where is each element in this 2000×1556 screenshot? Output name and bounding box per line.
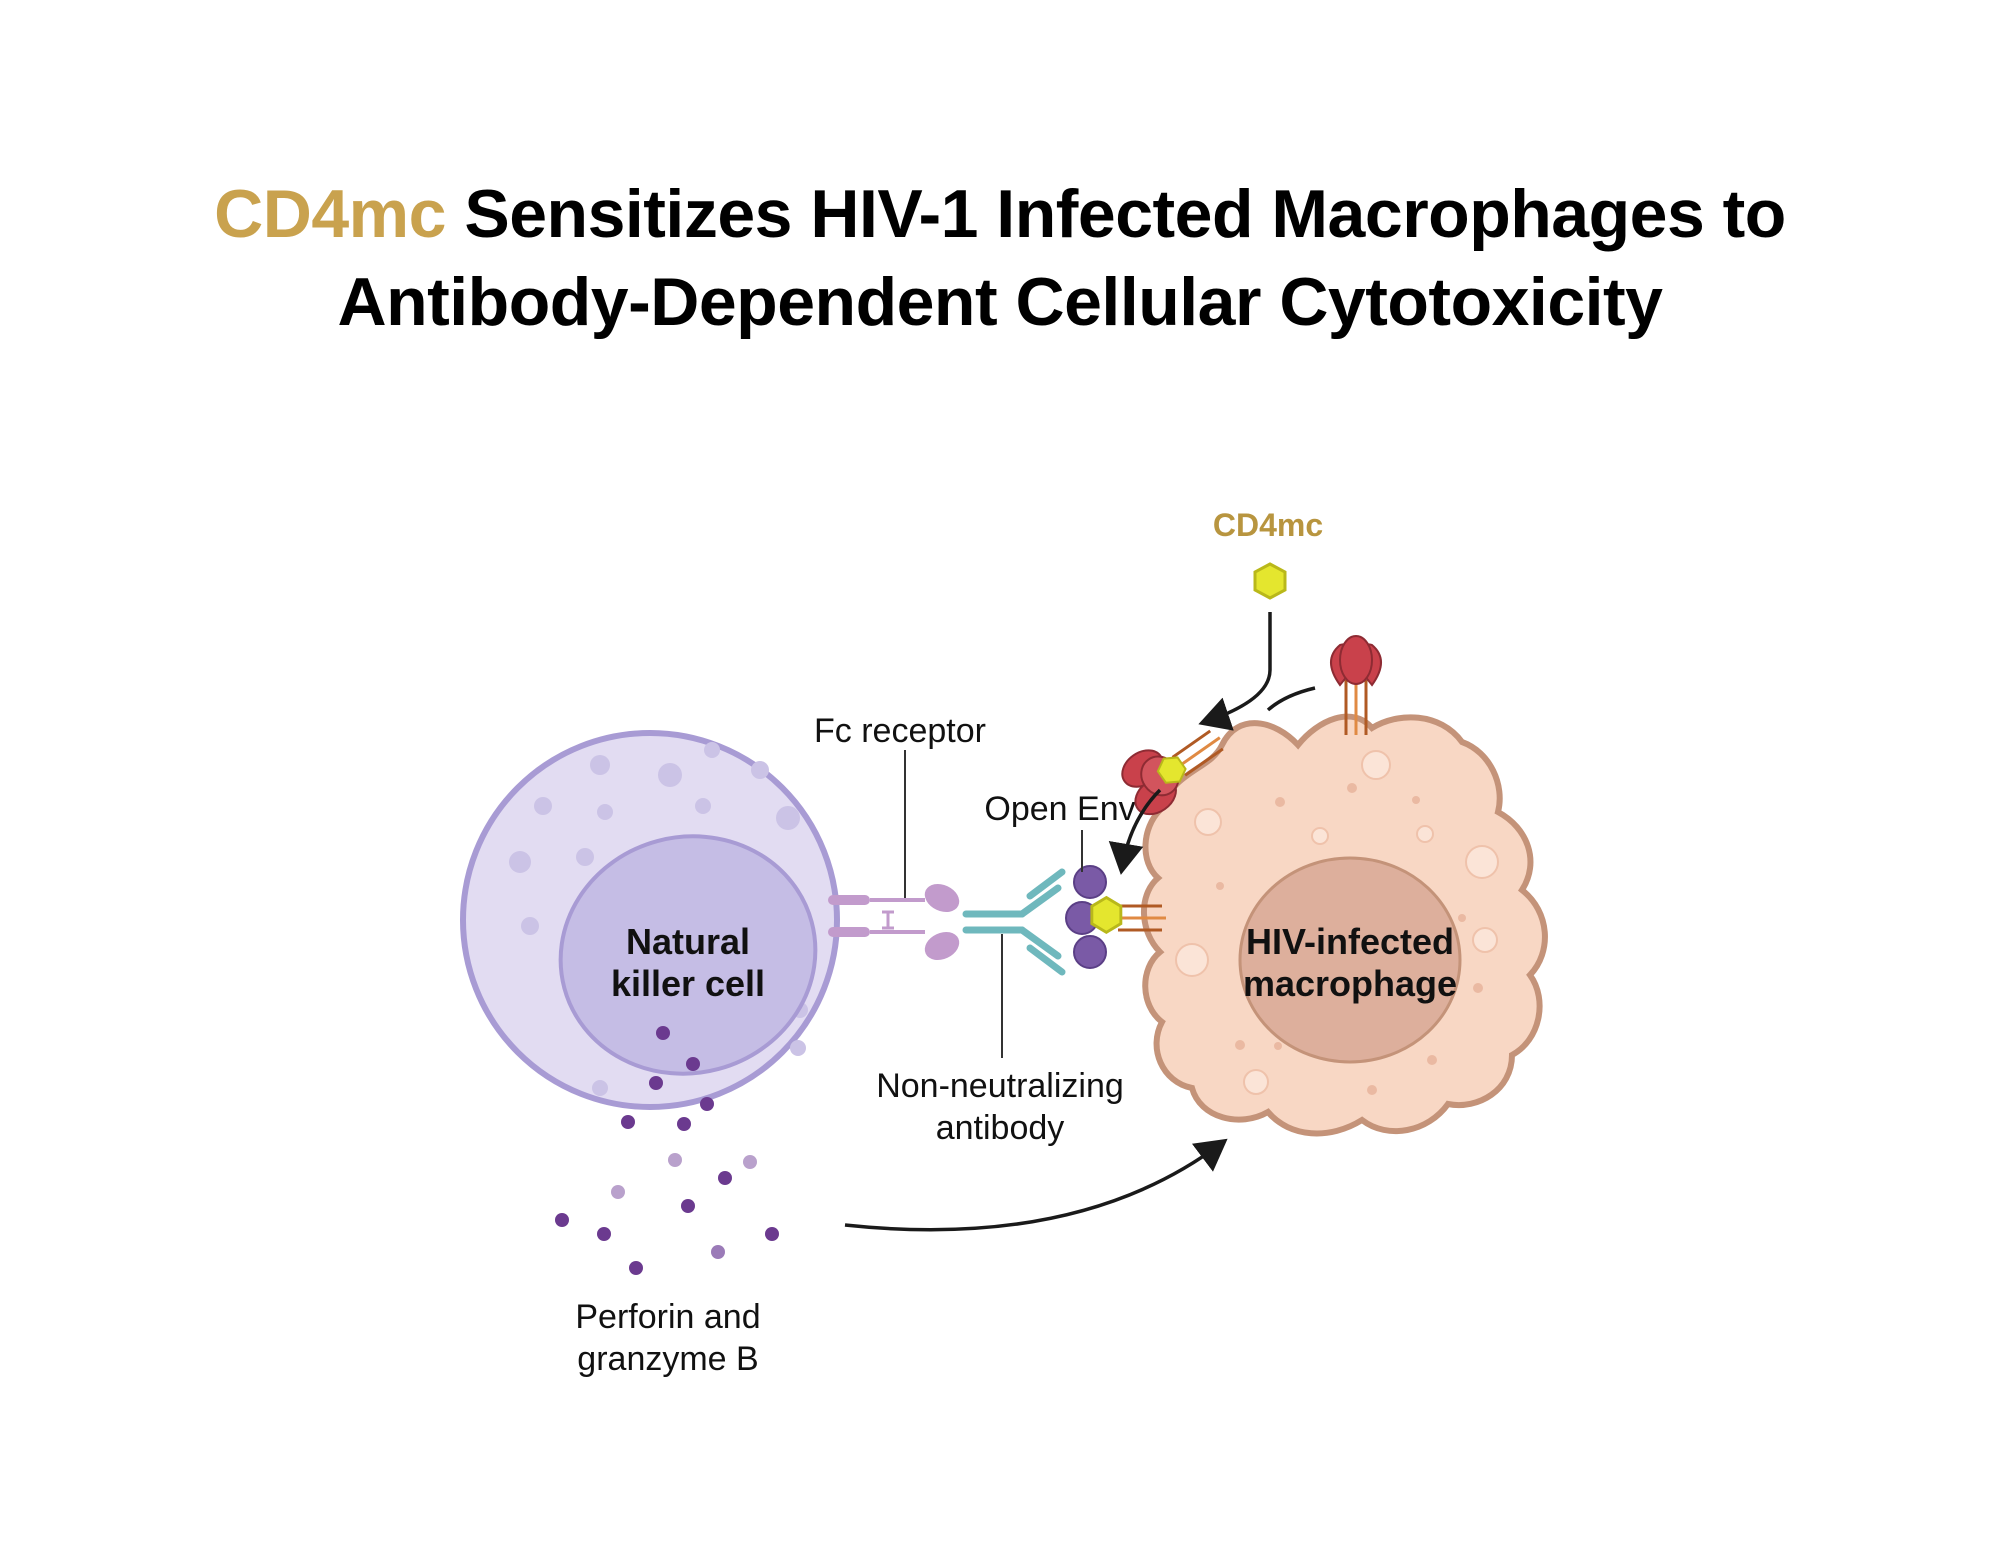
antibody-icon: [962, 868, 1066, 976]
nk-cell-vesicles: [509, 742, 808, 1096]
title-line1: Sensitizes HIV-1 Infected Macrophages to: [445, 176, 1786, 252]
fc-receptor-icon: [828, 883, 960, 961]
macrophage-vesicles: [1175, 750, 1499, 1095]
macrophage-label-line1: HIV-infected: [1246, 921, 1454, 962]
macrophage-nucleus: [1238, 856, 1462, 1064]
env-to-open-env-arrow: [1108, 788, 1162, 875]
cd4mc-hexagon-icon: [1253, 562, 1287, 600]
perforin-granzyme-granules: [555, 1153, 779, 1275]
perforin-label-line1: Perforin and: [575, 1298, 760, 1336]
page-title: CD4mc Sensitizes HIV-1 Infected Macropha…: [0, 170, 2000, 346]
title-highlight: CD4mc: [214, 176, 446, 252]
nk-cell-nucleus: [558, 834, 818, 1076]
fc-receptor-label: Fc receptor: [814, 712, 986, 750]
macrophage-cell: HIV-infected macrophage: [1141, 713, 1548, 1137]
macrophage-label-line2: macrophage: [1243, 963, 1457, 1004]
nk-cell: Natural killer cell: [460, 730, 840, 1131]
env-merge-line: [1266, 686, 1316, 712]
antibody-label-line2: antibody: [936, 1109, 1065, 1147]
cd4mc-label: CD4mc: [1213, 507, 1323, 543]
perforin-label-line2: granzyme B: [577, 1340, 758, 1378]
nk-internal-granules: [621, 1026, 714, 1131]
macrophage-dots: [1216, 783, 1483, 1095]
cd4mc-arrow: [1198, 612, 1272, 731]
nk-cell-label-line2: killer cell: [611, 963, 765, 1004]
cd4mc-hexagon-icon: [1090, 895, 1123, 935]
granule-to-macrophage-arrow: [844, 1138, 1228, 1232]
open-env-label: Open Env: [984, 790, 1135, 828]
open-env-icon: [1065, 865, 1166, 969]
nk-cell-label-line1: Natural: [626, 921, 750, 962]
antibody-label-line1: Non-neutralizing: [876, 1067, 1124, 1105]
title-line2: Antibody-Dependent Cellular Cytotoxicity: [337, 264, 1664, 340]
env-trimer-icon: [1330, 635, 1382, 735]
